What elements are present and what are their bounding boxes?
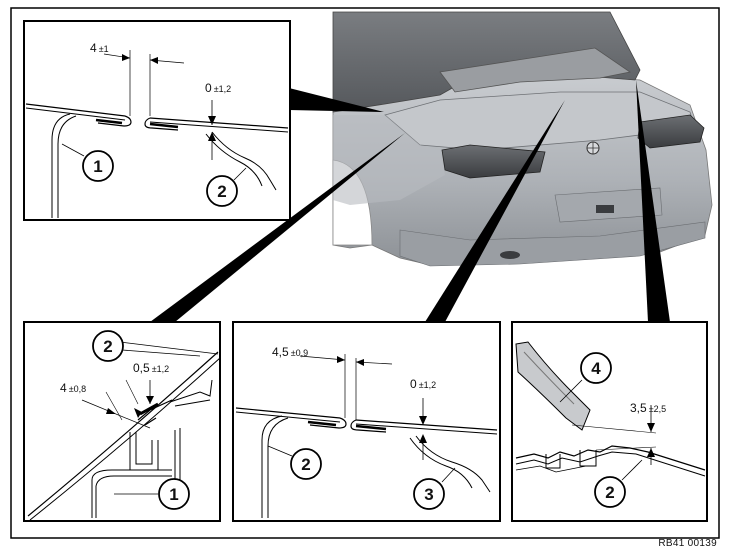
callout-circle-1 (158, 478, 190, 510)
callout-circle-3 (413, 478, 445, 510)
dim-gap-bottom-left: 4±0,8 (60, 381, 86, 395)
dim-flush-bottom-right: 3,5±2,5 (630, 401, 666, 415)
callout-circle-2 (92, 330, 124, 362)
callout-circle-1 (82, 150, 114, 182)
callout-number-2: 2 (217, 182, 226, 201)
callout-circle-2 (290, 448, 322, 480)
callout-circle-4 (580, 352, 612, 384)
callout-wedges (150, 80, 670, 322)
callout-number-2: 2 (605, 483, 614, 502)
callout-circle-2 (206, 175, 238, 207)
dim-flush-bottom-left: 0,5±1,2 (133, 361, 169, 375)
dim-flush-bottom-middle: 0±1,2 (410, 377, 436, 391)
callout-circle-2 (594, 476, 626, 508)
callout-number-1: 1 (93, 157, 102, 176)
dim-flush-top-left: 0±1,2 (205, 81, 231, 95)
callout-number-3: 3 (424, 485, 433, 504)
detail-panel-bottom-middle: 4,5±0,9 0±1,2 2 3 (232, 321, 501, 522)
callout-number-1: 1 (169, 485, 178, 504)
callout-number-4: 4 (591, 359, 601, 378)
outer-frame (10, 7, 720, 539)
detail-panel-top-left: 4±1 0±1,2 1 2 (23, 20, 291, 221)
detail-panel-bottom-left: 4±0,8 0,5±1,2 2 1 (23, 321, 221, 522)
car-rear-illustration (332, 11, 713, 267)
dim-gap-bottom-middle: 4,5±0,9 (272, 345, 308, 359)
callout-number-2: 2 (301, 455, 310, 474)
dim-gap-top-left: 4±1 (90, 41, 109, 55)
callout-number-2: 2 (103, 337, 112, 356)
detail-panel-bottom-right: 3,5±2,5 4 2 (511, 321, 708, 522)
figure-reference-code: RB41 00139 (658, 538, 717, 549)
